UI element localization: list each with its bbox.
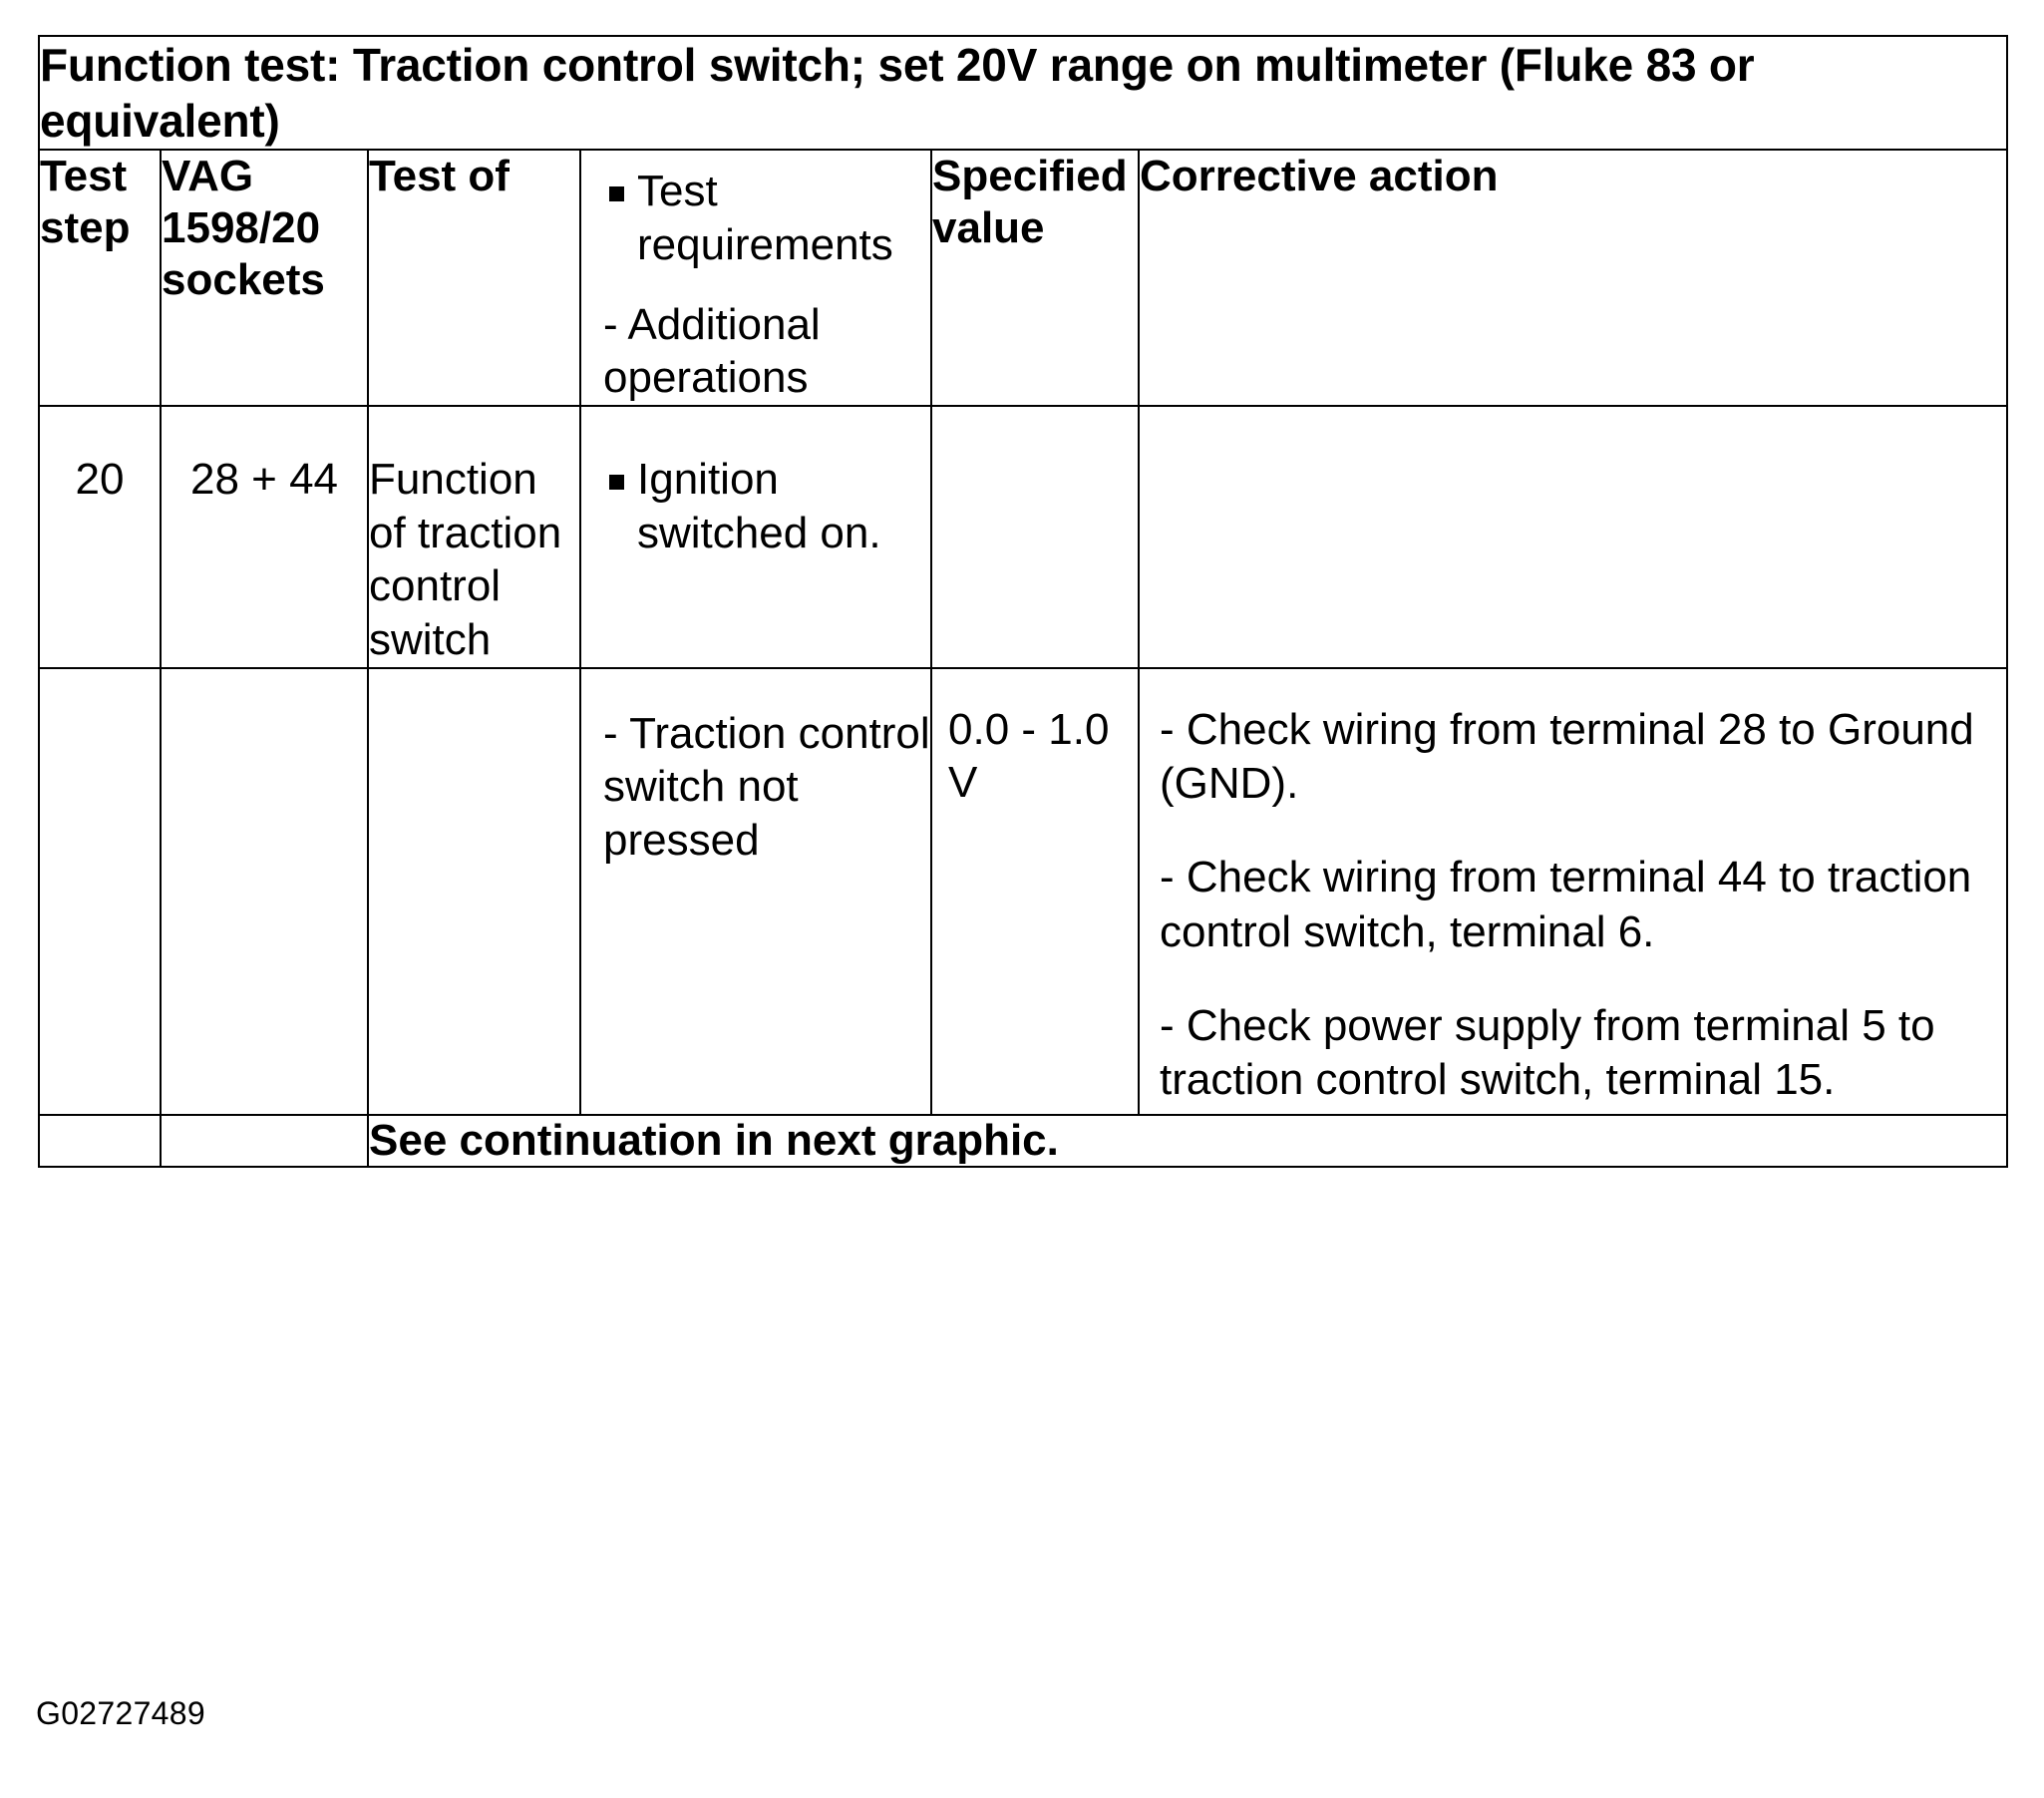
column-header-vag-sockets-label: VAG 1598/20 sockets [162, 152, 325, 305]
cell-requirement-dash-value: - Traction control switch not pressed [603, 708, 930, 865]
cell-vag-sockets [160, 666, 369, 1116]
table-continuation-row: See continuation in next graphic. [38, 1113, 2009, 1168]
requirements-bullet-row: Ignition switched on. [603, 453, 930, 559]
cell-corrective-action: - Check wiring from terminal 28 to Groun… [1137, 666, 2009, 1116]
corrective-action-item: - Check wiring from terminal 44 to tract… [1160, 853, 1972, 956]
cell-test-step: 20 [38, 404, 162, 669]
cell-specified-value: 0.0 - 1.0 V [930, 666, 1140, 1116]
cell-test-of: Function of traction control switch [367, 404, 581, 669]
continuation-note-cell: See continuation in next graphic. [366, 1113, 2009, 1168]
table-title-row: Function test: Traction control switch; … [37, 34, 2009, 152]
corrective-action-item: - Check wiring from terminal 28 to Groun… [1160, 704, 1974, 808]
continuation-note-label: See continuation in next graphic. [369, 1115, 1059, 1165]
cell-corrective-action [1137, 404, 2009, 669]
function-test-table: Function test: Traction control switch; … [37, 34, 2009, 1168]
column-header-corrective-action: Corrective action [1137, 149, 2009, 407]
column-header-test-step-label: Test step [40, 152, 131, 253]
square-bullet-icon [603, 165, 637, 202]
cell-vag-sockets-value: 28 + 44 [189, 454, 339, 504]
column-header-test-step: Test step [38, 149, 162, 407]
table-title-cell: Function test: Traction control switch; … [37, 34, 2009, 152]
cell-vag-sockets: 28 + 44 [160, 404, 369, 669]
cell-test-of-value: Function of traction control switch [369, 454, 562, 664]
square-bullet-icon [603, 453, 637, 490]
column-header-vag-sockets: VAG 1598/20 sockets [160, 149, 369, 407]
table-row: 20 28 + 44 Function of traction control … [38, 404, 2009, 669]
cell-specified-value [930, 404, 1140, 669]
column-header-specified-value-label: Specified value [932, 152, 1128, 253]
corrective-action-item: - Check power supply from terminal 5 to … [1160, 1000, 1935, 1105]
column-header-test-of: Test of [367, 149, 581, 407]
cell-test-step [38, 666, 162, 1116]
header-requirements-bullet-label: Test requirements [637, 167, 893, 269]
cell-test-requirements: Ignition switched on. [579, 404, 932, 669]
column-header-corrective-action-label: Corrective action [1140, 152, 1499, 201]
column-header-specified-value: Specified value [930, 149, 1140, 407]
table-header-row: Test step VAG 1598/20 sockets Test of Te… [38, 149, 2009, 407]
cell-test-of [367, 666, 581, 1116]
column-header-test-of-label: Test of [369, 152, 510, 201]
cell-blank-test-step [38, 1113, 162, 1168]
cell-test-requirements: - Traction control switch not pressed [579, 666, 932, 1116]
cell-requirement-bullet-value: Ignition switched on. [637, 454, 881, 557]
table-row: - Traction control switch not pressed 0.… [38, 666, 2009, 1116]
cell-test-step-value: 20 [75, 454, 125, 504]
header-additional-operations-label: - Additional operations [603, 299, 821, 403]
cell-specified-value-text: 0.0 - 1.0 V [948, 704, 1110, 808]
page-title: Function test: Traction control switch; … [40, 39, 1755, 148]
header-requirements-bullet-row: Test requirements [603, 165, 930, 271]
cell-blank-vag-sockets [160, 1113, 369, 1168]
column-header-test-requirements: Test requirements - Additional operation… [579, 149, 932, 407]
figure-code: G02727489 [36, 1695, 205, 1731]
